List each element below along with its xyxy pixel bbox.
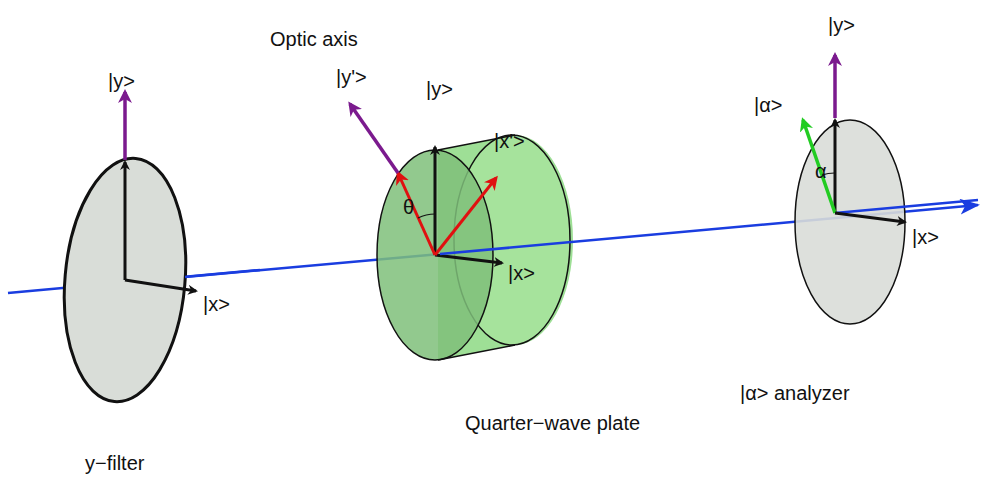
y-vector (434, 147, 437, 255)
state-label: |y'> (336, 66, 367, 88)
state-label: |x> (203, 293, 230, 315)
x-vector (835, 213, 905, 222)
state-label: |α> (754, 94, 782, 116)
transmitted-polarization (123, 92, 127, 160)
y-vector (124, 162, 127, 280)
state-label: |y> (108, 70, 135, 92)
part-label: Quarter−wave plate (465, 412, 640, 434)
y-polarization (833, 55, 837, 118)
part-label: |α> analyzer (740, 382, 850, 404)
beam (835, 200, 978, 213)
state-label: |y> (426, 78, 453, 100)
plate-edge (438, 345, 515, 360)
angle-label: θ (403, 196, 414, 218)
y-vector (834, 120, 837, 213)
x-vector (435, 255, 502, 263)
optic-axis-arrow (350, 104, 398, 173)
x-vector (125, 280, 196, 291)
analyzer-disc (795, 120, 905, 324)
x-prime-vector (435, 178, 496, 255)
theta-arc (418, 214, 435, 218)
angle-label: α (815, 160, 827, 182)
state-label: |x> (912, 226, 939, 248)
y-filter-disc (55, 153, 196, 407)
alpha-vector (803, 120, 835, 213)
state-label: |y> (828, 14, 855, 36)
y-prime-vector (398, 173, 435, 255)
state-label: |x> (508, 262, 535, 284)
state-label: |x'> (494, 130, 525, 152)
part-label: y−filter (85, 452, 144, 474)
caption-label: Optic axis (270, 28, 358, 50)
